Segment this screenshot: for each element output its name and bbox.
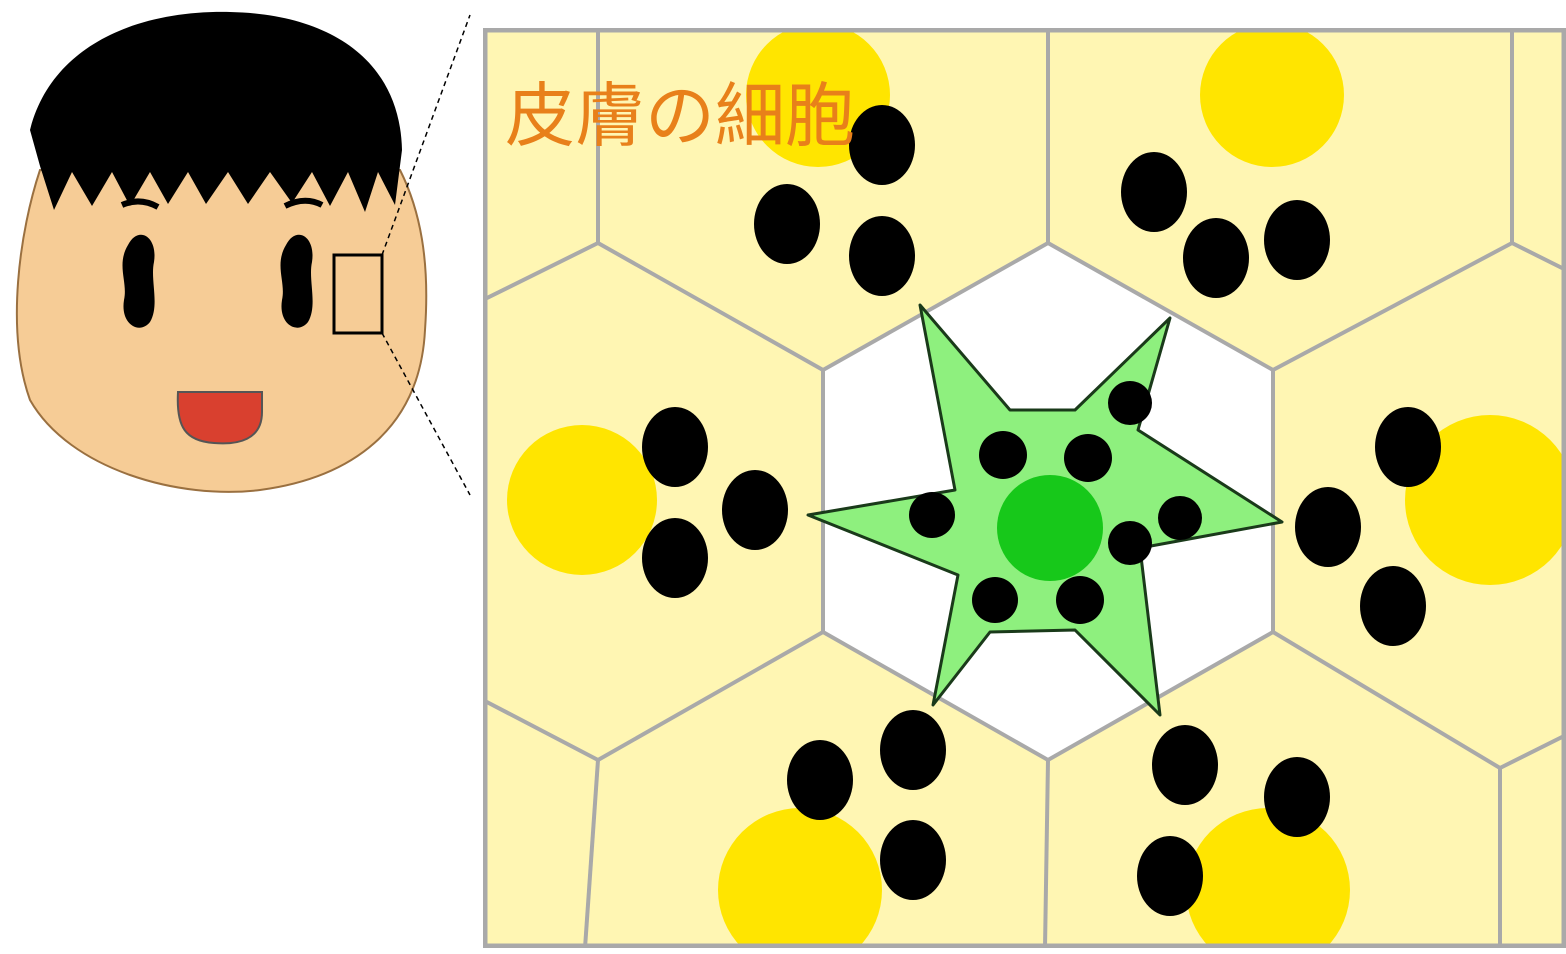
melanin-granule [642, 518, 708, 598]
melanin-granule [979, 431, 1027, 479]
melanin-granule [1137, 836, 1203, 916]
yellow-nucleus [1200, 28, 1344, 167]
yellow-nucleus [1405, 415, 1566, 585]
melanin-granule [754, 184, 820, 264]
mouth [176, 391, 263, 445]
melanin-granule [1264, 757, 1330, 837]
face-skin [15, 169, 428, 493]
zoom-line-bottom [381, 332, 471, 496]
melanin-granule [787, 740, 853, 820]
melanin-granule [1183, 218, 1249, 298]
melanin-granule [1152, 725, 1218, 805]
melanin-granule [1360, 566, 1426, 646]
yellow-nucleus [718, 808, 882, 948]
melanin-granule [972, 577, 1018, 623]
skin-cell-panel [483, 28, 1566, 948]
melanin-granule [1295, 487, 1361, 567]
zoom-line-top [381, 14, 471, 256]
yellow-nucleus [507, 425, 657, 575]
melanin-granule [1056, 576, 1104, 624]
melanocyte-nucleus [997, 475, 1103, 581]
star-shaped-cell-icon [806, 303, 1284, 717]
diagram-title: 皮膚の細胞 [505, 75, 855, 157]
melanin-granule [642, 407, 708, 487]
melanin-granule [849, 105, 915, 185]
zoom-region-box [332, 253, 384, 335]
melanin-granule [909, 492, 955, 538]
melanin-granule [1264, 200, 1330, 280]
melanin-granules-outside [642, 105, 1441, 916]
hair [30, 11, 402, 212]
yellow-nucleus [1186, 808, 1350, 948]
right-eye [280, 234, 313, 328]
melanin-granule [722, 470, 788, 550]
melanin-granule [1108, 521, 1152, 565]
melanin-granule [849, 216, 915, 296]
left-eye [122, 234, 155, 328]
right-eyebrow [283, 197, 324, 209]
melanin-granule [1108, 381, 1152, 425]
cell-borders [483, 28, 1566, 948]
melanin-granule [880, 710, 946, 790]
melanin-granule [1064, 434, 1112, 482]
melanin-granule [1121, 152, 1187, 232]
melanin-granule [1158, 496, 1202, 540]
melanin-granules-inside [909, 381, 1202, 624]
melanin-granule [880, 820, 946, 900]
melanin-granule [1375, 407, 1441, 487]
cartoon-face-icon [15, 11, 428, 493]
left-eyebrow [120, 198, 160, 210]
